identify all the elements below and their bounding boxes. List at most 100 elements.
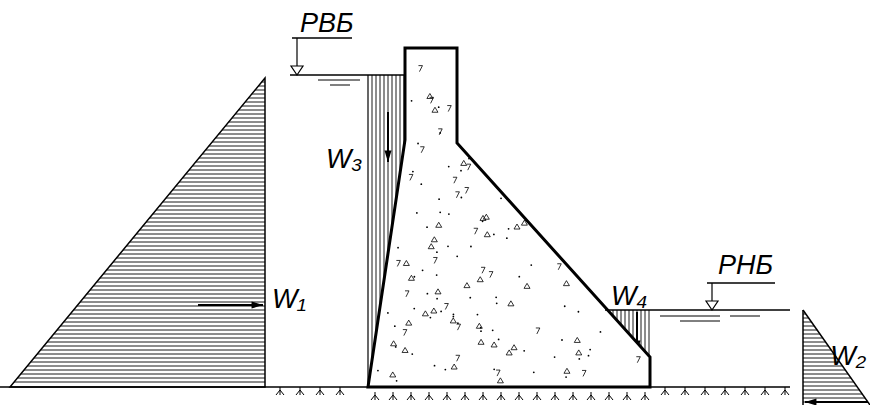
concrete-dot — [429, 317, 431, 319]
concrete-dot — [533, 371, 535, 373]
pressure-hatch — [803, 374, 848, 375]
pressure-hatch — [77, 306, 265, 307]
pressure-hatch — [202, 154, 265, 155]
water-surface — [330, 85, 350, 86]
pressure-hatch — [206, 150, 265, 151]
water-hatch — [392, 75, 393, 227]
pressure-hatch — [107, 270, 265, 271]
concrete-dot — [417, 143, 419, 145]
concrete-dot — [496, 302, 498, 304]
pressure-hatch — [182, 178, 265, 179]
concrete-aggregate — [453, 177, 457, 183]
concrete-aggregate — [447, 106, 451, 112]
concrete-dot — [554, 356, 556, 358]
concrete-aggregate — [582, 370, 586, 376]
concrete-aggregate — [484, 232, 490, 237]
concrete-dot — [588, 355, 590, 357]
ground-hatch — [411, 395, 415, 400]
pressure-hatch — [100, 278, 265, 279]
pressure-hatch — [27, 366, 265, 367]
ground-hatch — [533, 395, 537, 400]
concrete-dot — [426, 293, 428, 295]
concrete-dot — [438, 198, 440, 200]
concrete-aggregate — [474, 228, 478, 234]
concrete-aggregate — [390, 372, 396, 377]
water-hatch — [633, 310, 634, 338]
pressure-hatch — [60, 326, 265, 327]
ground-hatch — [316, 390, 320, 395]
ground-hatch — [587, 395, 591, 400]
concrete-aggregate — [408, 275, 414, 280]
concrete-aggregate — [430, 97, 434, 103]
pressure-hatch — [255, 90, 265, 91]
pressure-hatch — [159, 206, 265, 207]
concrete-dot — [387, 312, 389, 314]
concrete-dot — [470, 246, 472, 248]
ground-hatch — [429, 395, 433, 400]
pressure-hatch — [222, 130, 265, 131]
concrete-aggregate — [455, 192, 459, 198]
concrete-aggregate — [438, 129, 442, 135]
ground-hatch — [407, 395, 411, 400]
concrete-aggregate — [461, 160, 467, 165]
pressure-hatch — [116, 258, 265, 259]
concrete-aggregate — [457, 324, 461, 330]
ground-hatch — [765, 390, 769, 395]
pressure-hatch — [179, 182, 265, 183]
pressure-hatch — [80, 302, 265, 303]
pressure-hatch — [21, 374, 265, 375]
pressure-hatch — [803, 350, 831, 351]
level-underline — [707, 282, 775, 284]
ground-hatch — [785, 390, 789, 395]
pressure-hatch — [252, 94, 265, 95]
concrete-aggregate — [524, 283, 530, 288]
level-marker — [291, 66, 303, 75]
pressure-hatch — [803, 342, 826, 343]
concrete-aggregate — [431, 237, 437, 242]
concrete-dot — [413, 276, 415, 278]
water-level-label: РВБ — [300, 10, 354, 37]
concrete-aggregate — [576, 350, 582, 355]
pressure-hatch — [803, 322, 811, 323]
pressure-hatch — [225, 126, 265, 127]
concrete-aggregate — [481, 267, 485, 273]
pressure-hatch — [163, 202, 265, 203]
concrete-dot — [480, 330, 482, 332]
concrete-aggregate — [431, 308, 437, 313]
concrete-dot — [492, 329, 494, 331]
pressure-diagram — [803, 310, 870, 405]
concrete-aggregate — [436, 222, 442, 227]
ground-hatch — [276, 390, 280, 395]
ground-hatch — [519, 395, 523, 400]
concrete-aggregate — [403, 260, 409, 265]
pressure-hatch — [17, 378, 265, 379]
concrete-aggregate — [409, 174, 413, 180]
concrete-dot — [500, 197, 502, 199]
concrete-aggregate — [396, 260, 400, 266]
water-hatch — [376, 75, 377, 334]
concrete-aggregate — [477, 277, 483, 282]
ground-line — [0, 386, 368, 388]
concrete-dot — [469, 297, 471, 299]
concrete-aggregate — [497, 378, 503, 383]
ground-hatch — [551, 395, 555, 400]
ground-hatch — [705, 390, 709, 395]
ground-hatch — [483, 395, 487, 400]
concrete-dot — [600, 331, 602, 333]
ground-hatch — [447, 395, 451, 400]
water-surface — [318, 80, 360, 81]
ground-hatch — [443, 395, 447, 400]
pressure-hatch — [803, 334, 820, 335]
concrete-dot — [561, 339, 563, 341]
concrete-dot — [434, 365, 436, 367]
pressure-hatch — [803, 394, 862, 395]
pressure-hatch — [37, 354, 265, 355]
concrete-aggregate — [405, 291, 409, 297]
concrete-dot — [448, 213, 450, 215]
pressure-hatch — [57, 330, 265, 331]
pressure-hatch — [41, 350, 265, 351]
ground-hatch — [479, 395, 483, 400]
concrete-aggregate — [432, 107, 438, 112]
concrete-dot — [412, 171, 414, 173]
